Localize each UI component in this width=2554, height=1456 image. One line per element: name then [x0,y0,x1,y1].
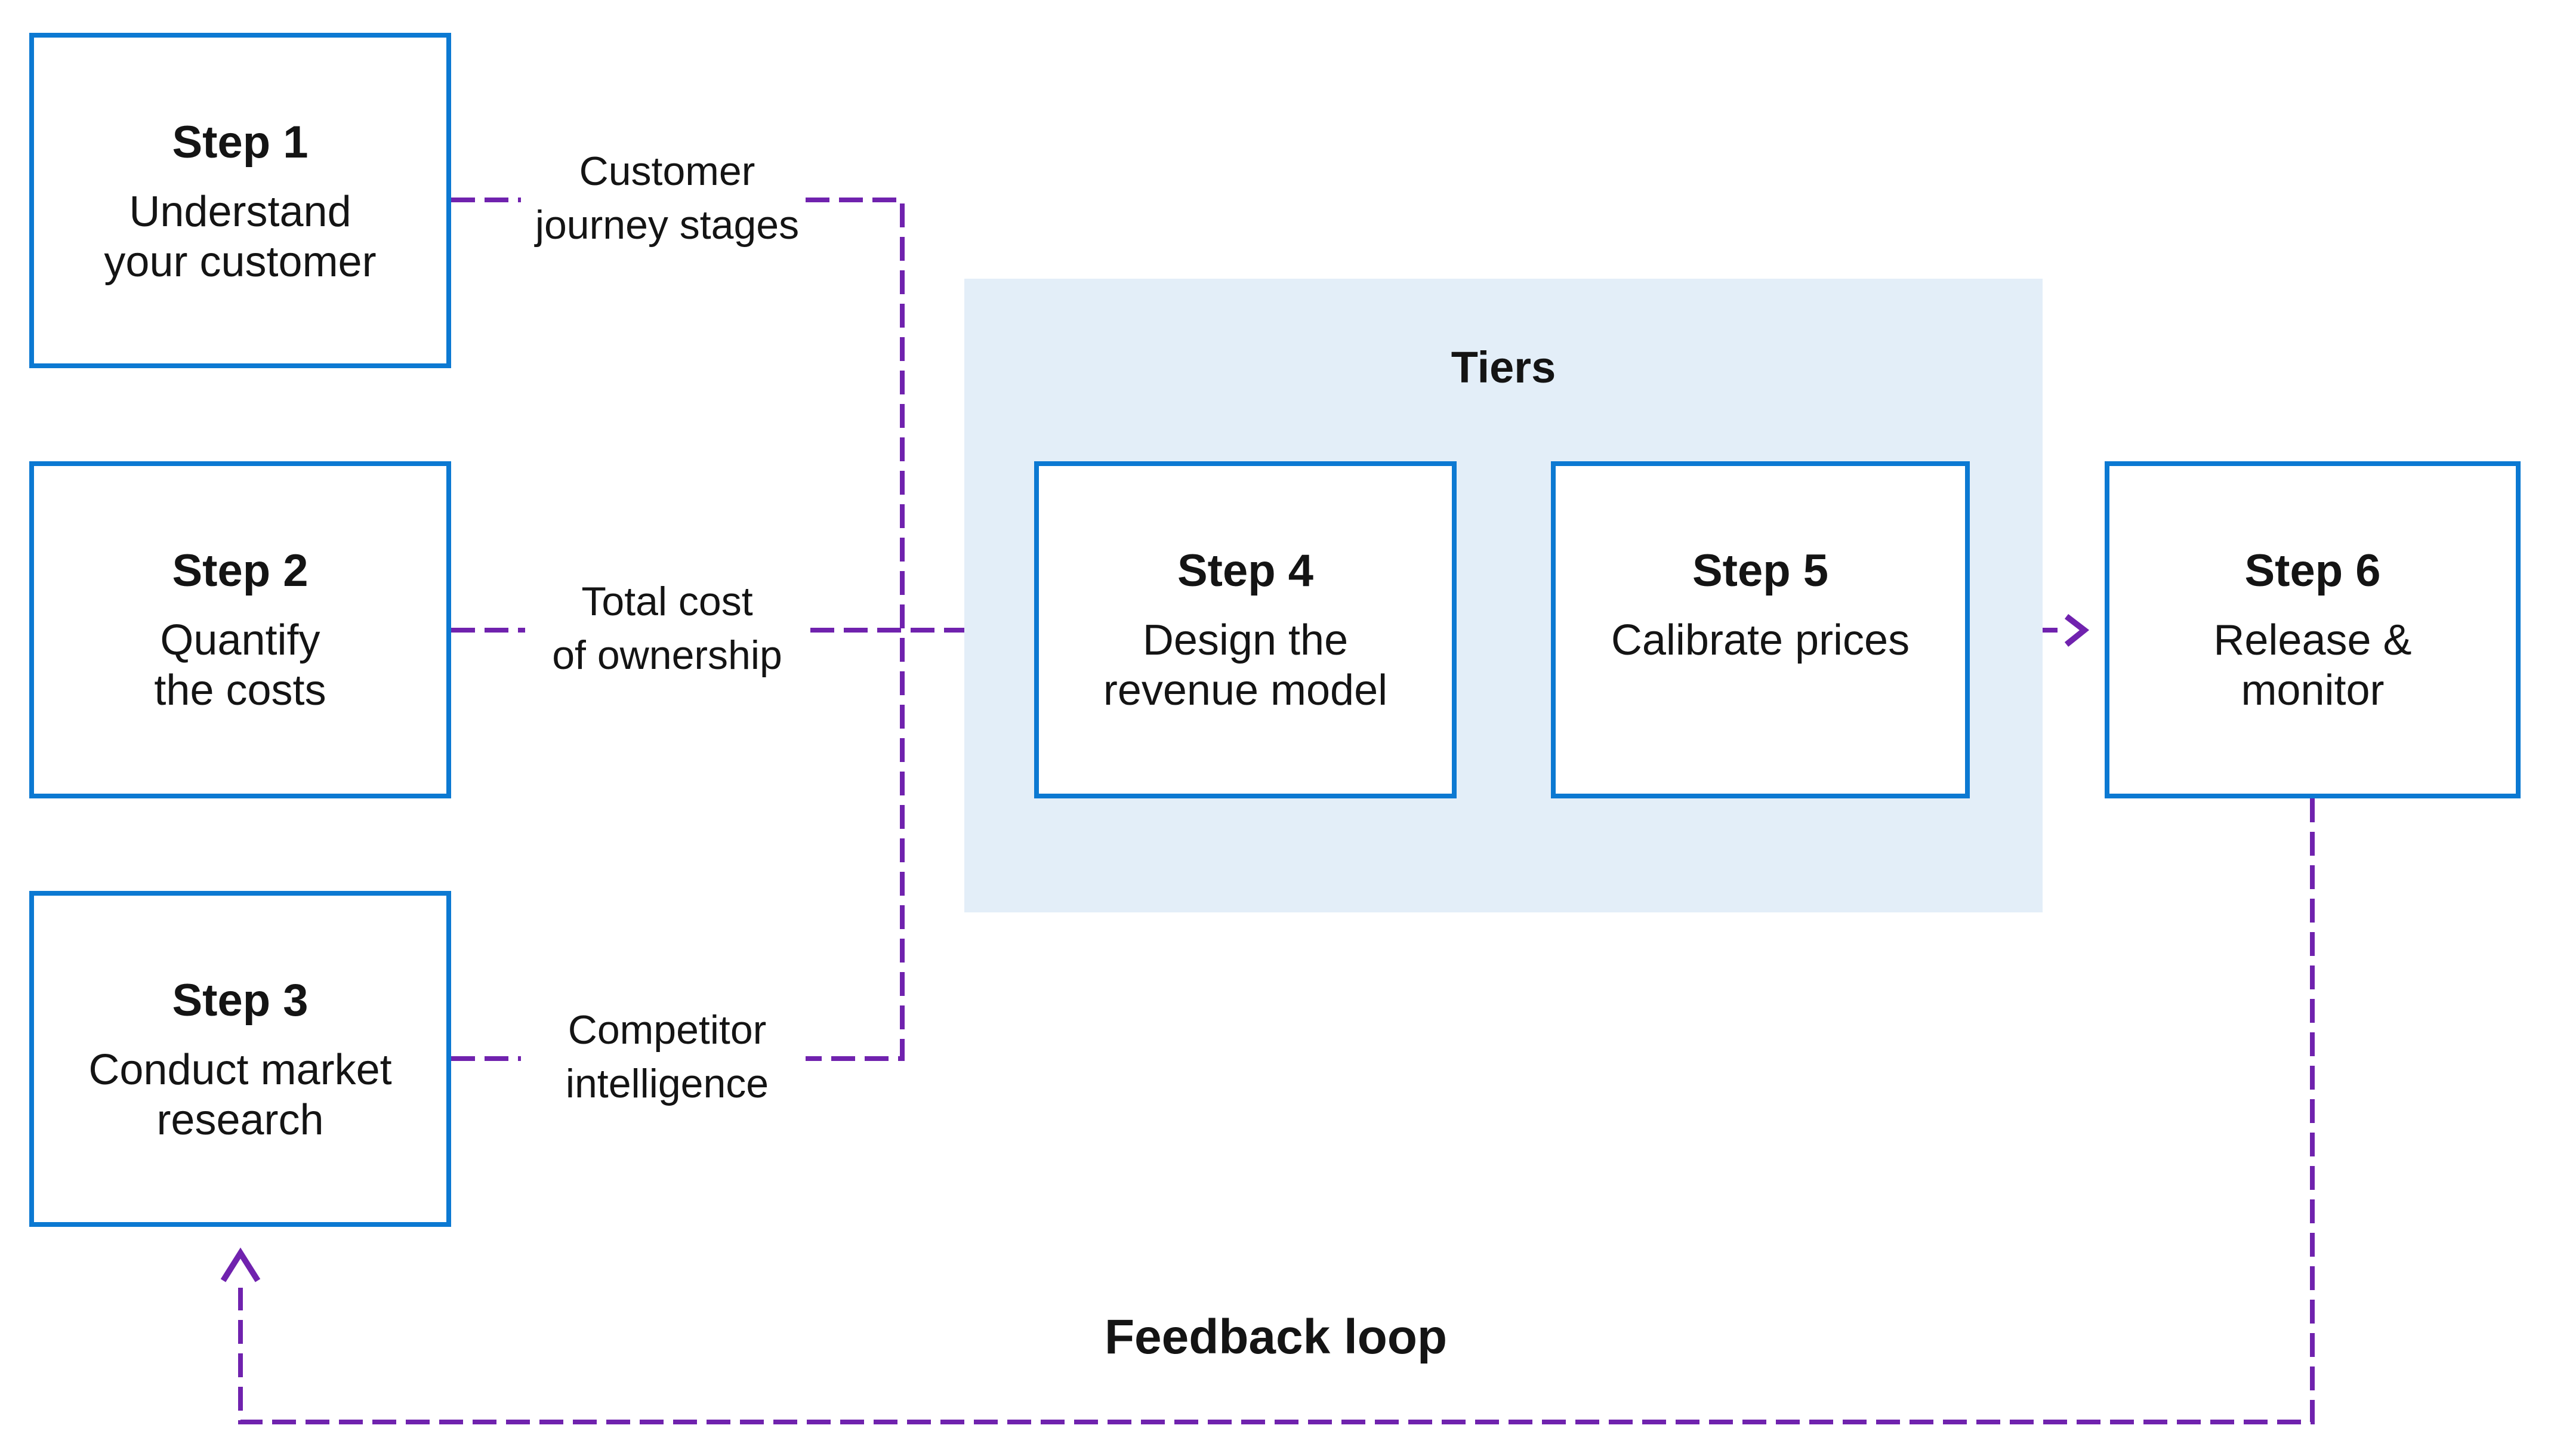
step-2-description-line-1: Quantify [160,616,320,664]
tiers-group-title: Tiers [1451,343,1556,392]
connector-label-2-line-1: Total cost [581,579,753,624]
step-1-description: Understand your customer [34,187,446,287]
step-6-box: Step 6 Release & monitor [2105,461,2521,798]
step-5-box: Step 5 Calibrate prices [1551,461,1970,798]
connector-label-1-line-1: Customer [579,149,755,194]
feedback-loop-label: Feedback loop [1104,1310,1448,1364]
step-3-description-line-1: Conduct market [88,1046,392,1094]
step-2-box: Step 2 Quantify the costs [29,461,451,798]
connector-label-customer-journey-stages: Customer journey stages [452,144,882,252]
step-5-description: Calibrate prices [1556,615,1965,665]
step-4-title: Step 4 [1177,545,1314,596]
step-6-description-line-1: Release & [2213,616,2412,664]
arrowhead-into-step3-icon [220,1247,261,1282]
step-5-description-line-1: Calibrate prices [1611,616,1910,664]
step-6-description: Release & monitor [2109,615,2516,715]
step-2-title: Step 2 [172,545,309,596]
connector-feedback-loop-line [238,798,2315,1424]
connector-spine-vertical [806,198,905,1061]
step-2-description: Quantify the costs [34,615,446,715]
step-1-description-line-2: your customer [104,238,377,286]
step-3-title: Step 3 [172,975,309,1026]
arrowhead-into-step6-icon [2064,614,2090,647]
step-6-title: Step 6 [2244,545,2381,596]
step-1-title: Step 1 [172,117,309,168]
step-3-description-line-2: research [156,1096,324,1144]
step-3-description: Conduct market research [34,1045,446,1145]
connector-label-2-line-2: of ownership [552,633,782,678]
step-4-description: Design the revenue model [1039,615,1452,715]
step-2-description-line-2: the costs [154,667,326,714]
step-4-description-line-2: revenue model [1103,667,1388,714]
connector-label-1-line-2: journey stages [535,202,800,248]
connector-label-3-line-1: Competitor [567,1007,767,1053]
connector-label-total-cost-of-ownership: Total cost of ownership [452,575,882,682]
connector-label-3-line-2: intelligence [565,1061,769,1106]
connector-label-competitor-intelligence: Competitor intelligence [452,1003,882,1110]
step-5-title: Step 5 [1692,545,1829,596]
step-1-box: Step 1 Understand your customer [29,33,451,368]
step-6-description-line-2: monitor [2241,667,2385,714]
step-3-box: Step 3 Conduct market research [29,891,451,1227]
step-4-box: Step 4 Design the revenue model [1034,461,1457,798]
step-4-description-line-1: Design the [1142,616,1349,664]
step-1-description-line-1: Understand [129,188,351,236]
